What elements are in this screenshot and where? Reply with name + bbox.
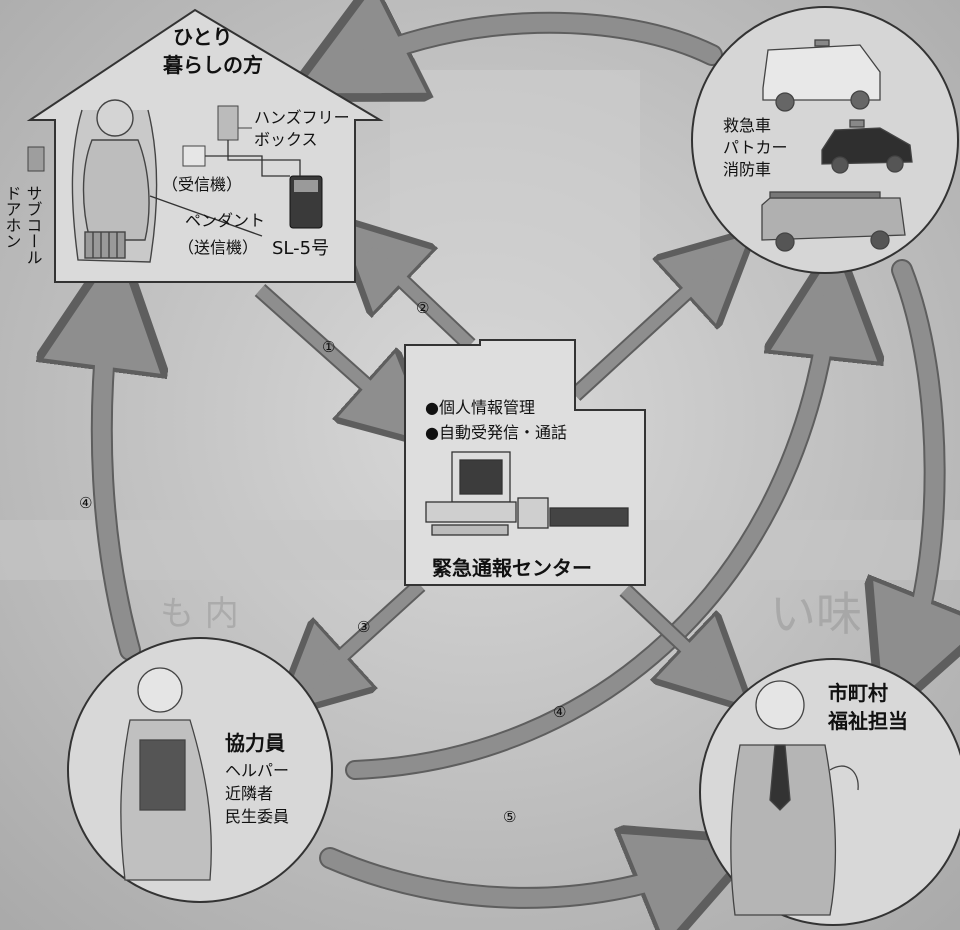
police-car-illustration [821, 119, 913, 174]
faded-background-caption: も 内 [160, 594, 239, 634]
emergency-vehicles-circle: 救急車 パトカー 消防車 [691, 6, 959, 274]
subcall-device [27, 146, 45, 172]
house-title-line2: 暮らしの方 [162, 53, 263, 77]
helpers-line2: 近隣者 [225, 784, 273, 803]
house-single-resident: ひとり 暮らしの方 ハンズフリー ボックス （受信機） SL-5号 ペンダント [26, 8, 384, 283]
faded-background-heading: い味 [770, 587, 862, 641]
municipal-welfare-circle: 市町村 福祉担当 [699, 658, 960, 926]
arc-emergency-to-house-fill [336, 13, 721, 77]
handsfree-label-line1: ハンズフリー [254, 108, 350, 127]
fire-engine-illustration [761, 191, 906, 252]
pendant-label-line1: ペンダント [185, 211, 265, 230]
arc-helpers-to-house-fill [92, 296, 139, 659]
arc-emergency-to-municipal-fill [893, 261, 944, 669]
receiver-device [182, 145, 206, 167]
center-feature-1: ●個人情報管理 [425, 398, 535, 417]
step-2-label: ② [416, 299, 429, 317]
handsfree-label-line2: ボックス [254, 130, 318, 149]
computer-illustration [425, 451, 629, 536]
municipal-line1: 市町村 [828, 681, 888, 705]
arc-helpers-to-municipal-fill [321, 849, 709, 907]
emergency-label-line2: パトカー [723, 138, 787, 157]
center-feature-2: ●自動受発信・通話 [425, 423, 567, 442]
helpers-line3: 民生委員 [225, 807, 289, 826]
center-name: 緊急通報センター [432, 556, 592, 580]
model-label: SL-5号 [272, 238, 329, 259]
step-3-label: ③ [357, 618, 370, 636]
municipal-line2: 福祉担当 [827, 709, 908, 733]
municipal-officer-illustration [730, 680, 859, 916]
emergency-label-line1: 救急車 [723, 116, 771, 135]
subcall-doorphone: サブコール ドアホン [3, 146, 45, 265]
doorphone-label: ドアホン [3, 185, 22, 249]
step-4-label-right: ④ [553, 703, 566, 721]
step-1-label: ① [322, 338, 335, 356]
handsfree-box-device [217, 105, 239, 141]
subcall-label: サブコール [24, 185, 43, 265]
emergency-label-line3: 消防車 [723, 160, 771, 179]
receiver-label: （受信機） [162, 175, 242, 194]
emergency-center-box: ●個人情報管理 ●自動受発信・通話 緊急通報センター [404, 339, 646, 586]
helper-woman-illustration [120, 667, 212, 881]
helpers-line1: ヘルパー [225, 761, 289, 780]
step-5-label: ⑤ [503, 808, 516, 826]
pendant-label-line2: （送信機） [178, 238, 258, 257]
ambulance-illustration [762, 39, 881, 112]
elderly-person-illustration [71, 99, 158, 263]
step-numbers: ① ② ③ ④ ④ ⑤ [79, 299, 566, 826]
house-title-line1: ひとり [173, 25, 232, 49]
helpers-circle: 協力員 ヘルパー 近隣者 民生委員 [67, 637, 333, 903]
step-4-label-left: ④ [79, 494, 92, 512]
helpers-title: 協力員 [225, 731, 285, 755]
connection-arrows [254, 250, 720, 685]
faded-background-panel [390, 70, 640, 320]
